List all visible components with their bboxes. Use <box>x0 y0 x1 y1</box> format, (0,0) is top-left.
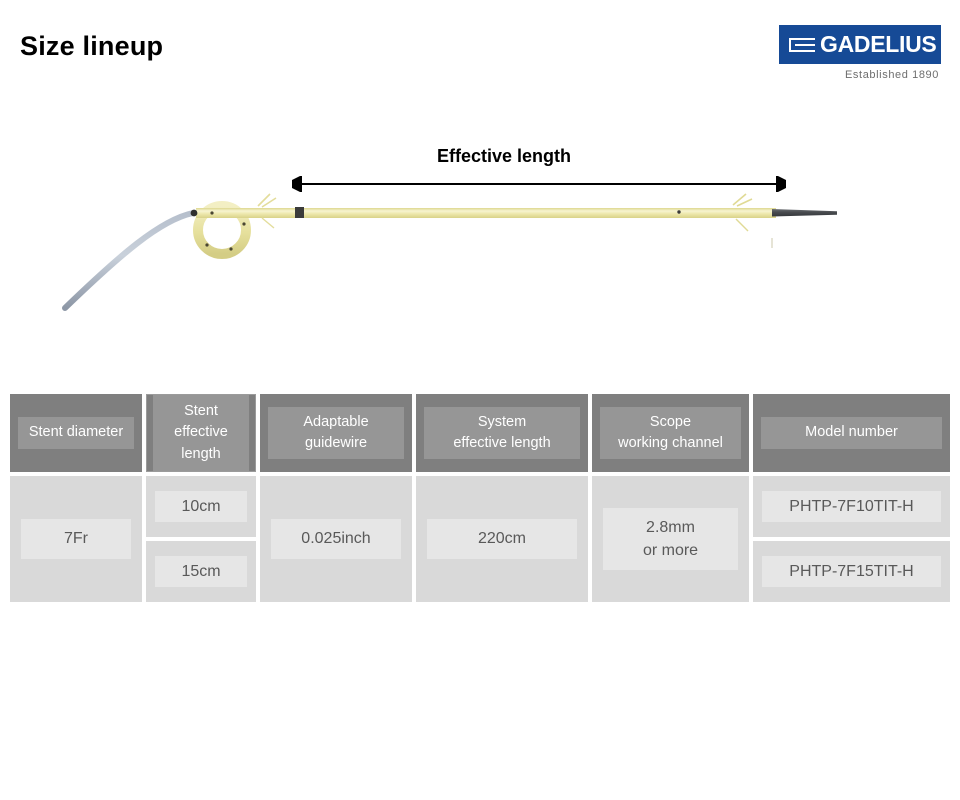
effective-length-arrow-icon <box>292 176 786 192</box>
table-column-stent-diameter: Stent diameter 7Fr <box>10 394 142 602</box>
table-cell-value: 7Fr <box>21 519 131 559</box>
table-cell-stent-diameter: 7Fr <box>10 476 142 602</box>
table-cell-value: 10cm <box>155 490 247 523</box>
gadelius-bars-mark-icon <box>789 37 815 52</box>
table-cell-value: 0.025inch <box>271 519 401 559</box>
table-header-stent-effective-length: Stent effective length <box>146 394 256 472</box>
table-header-line-2: working channel <box>618 435 723 451</box>
table-cell-stent-length-10cm: 10cm <box>146 476 256 537</box>
page-title: Size lineup <box>20 31 164 61</box>
table-cell-line-1: 2.8mm <box>646 518 695 536</box>
table-header-line-1: Adaptable <box>303 413 369 430</box>
table-header-label: Model number <box>761 417 942 449</box>
table-cell-model-15cm: PHTP-7F15TIT-H <box>753 541 950 602</box>
table-cell-adaptable-guidewire: 0.025inch <box>260 476 412 602</box>
table-header-line-1: Scope <box>649 413 692 430</box>
table-cell-value: PHTP-7F15TIT-H <box>762 555 941 588</box>
table-header-system-effective-length: System effective length <box>416 394 588 472</box>
table-header-label: Stent effective length <box>153 395 249 471</box>
table-header-line-1: System <box>477 413 527 430</box>
logo-wordmark: GADELIUS <box>820 31 937 57</box>
table-header-line-2: guidewire <box>304 435 368 451</box>
stent-delivery-system-illustration <box>62 193 837 311</box>
effective-length-label-text: Effective length <box>436 146 572 166</box>
table-cell-value: 2.8mm or more <box>603 507 738 571</box>
company-logo: GADELIUS Established 1890 <box>779 25 941 81</box>
table-header-adaptable-guidewire: Adaptable guidewire <box>260 394 412 472</box>
table-cell-scope-working-channel: 2.8mm or more <box>592 476 749 602</box>
table-header-label: System effective length <box>424 406 580 460</box>
table-column-system-effective-length: System effective length 220cm <box>416 394 588 602</box>
effective-length-label: Effective length <box>0 146 960 167</box>
table-header-stent-diameter: Stent diameter <box>10 394 142 472</box>
table-column-adaptable-guidewire: Adaptable guidewire 0.025inch <box>260 394 412 602</box>
table-column-model-number: Model number PHTP-7F10TIT-H PHTP-7F15TIT… <box>753 394 950 602</box>
table-column-scope-working-channel: Scope working channel 2.8mm or more <box>592 394 749 602</box>
spec-table: Stent diameter 7Fr Stent effective lengt… <box>10 394 950 602</box>
table-column-stent-effective-length: Stent effective length 10cm 15cm <box>146 394 256 602</box>
table-header-line-2: effective <box>174 424 228 441</box>
table-cell-stent-length-15cm: 15cm <box>146 541 256 602</box>
table-cell-value: 220cm <box>427 519 577 559</box>
table-header-scope-working-channel: Scope working channel <box>592 394 749 472</box>
table-header-line-3: length <box>181 445 221 462</box>
table-header-line-1: Stent <box>184 403 218 420</box>
table-cell-value: PHTP-7F10TIT-H <box>762 490 941 523</box>
table-header-label: Adaptable guidewire <box>268 406 404 460</box>
table-header-line-2: effective length <box>453 435 551 451</box>
table-cell-model-10cm: PHTP-7F10TIT-H <box>753 476 950 537</box>
logo-tagline: Established 1890 <box>845 69 939 81</box>
table-cell-line-2: or more <box>642 542 699 559</box>
table-header-label: Stent diameter <box>18 417 134 449</box>
table-header-label: Scope working channel <box>600 406 741 460</box>
logo-box: GADELIUS <box>779 25 941 64</box>
table-cell-value: 15cm <box>155 555 247 588</box>
table-cell-system-effective-length: 220cm <box>416 476 588 602</box>
table-header-model-number: Model number <box>753 394 950 472</box>
